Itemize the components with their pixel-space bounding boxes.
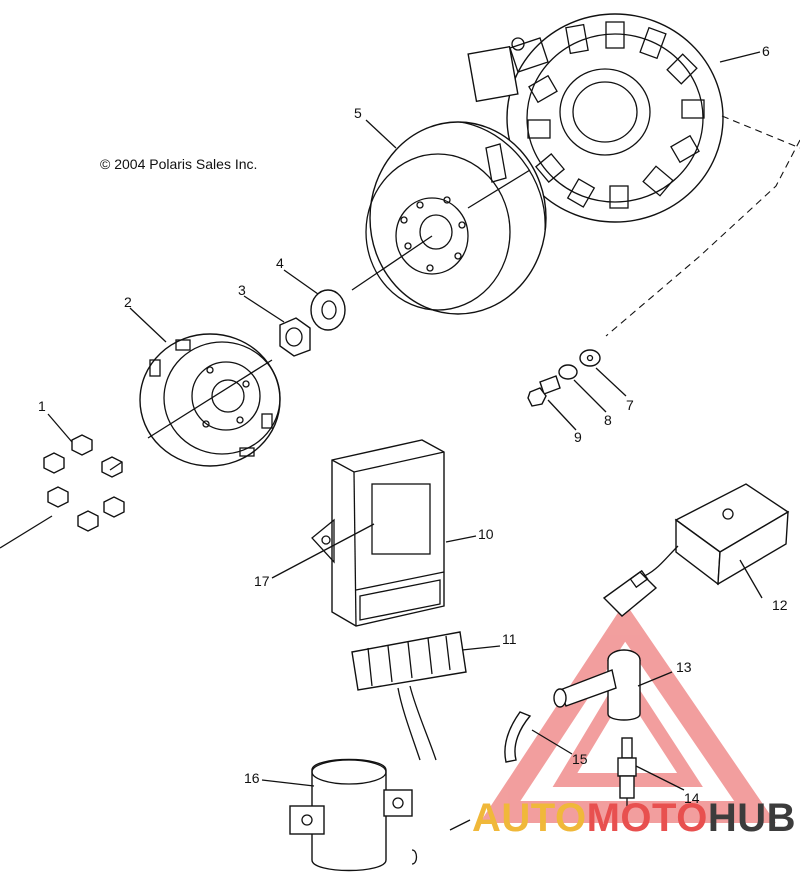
watermark-part-auto: AUTO — [472, 796, 587, 840]
spark-plug-cap-part-13 — [553, 649, 641, 721]
assembly-axis-lines — [0, 115, 800, 549]
lock-washer-part-8 — [558, 364, 578, 380]
callout-16: 16 — [244, 770, 260, 786]
nut-part-3 — [279, 317, 311, 357]
callout-14: 14 — [684, 790, 700, 806]
callout-11: 11 — [502, 631, 517, 647]
callout-6: 6 — [762, 43, 770, 59]
callout-10: 10 — [478, 526, 494, 542]
callout-8: 8 — [604, 412, 612, 428]
cdi-box-part-10 — [311, 439, 445, 627]
washer-part-4 — [310, 289, 346, 331]
leader-lines — [47, 51, 763, 791]
callout-3: 3 — [238, 282, 246, 298]
bolts-part-1 — [43, 434, 125, 532]
flywheel-part-5 — [365, 121, 547, 315]
regulator-part-12 — [602, 483, 790, 617]
screw-part-9 — [527, 375, 561, 407]
wire-part-15 — [504, 711, 532, 763]
copyright-text: © 2004 Polaris Sales Inc. — [100, 156, 258, 172]
watermark-part-hub: HUB — [707, 796, 797, 840]
callout-4: 4 — [276, 255, 284, 271]
watermark-logo: AUTOMOTOHUB — [472, 796, 796, 841]
callout-2: 2 — [124, 294, 132, 310]
callout-7: 7 — [626, 397, 634, 413]
callout-9: 9 — [574, 429, 582, 445]
spark-plug-part-14 — [617, 737, 637, 808]
watermark-part-moto: MOTO — [586, 796, 708, 840]
ignition-coil-part-16 — [289, 758, 471, 872]
connector-part-11 — [351, 631, 467, 761]
callout-1: 1 — [38, 398, 46, 414]
starter-cup-part-2 — [139, 333, 281, 467]
callout-15: 15 — [572, 751, 588, 767]
callout-17: 17 — [254, 573, 270, 589]
stator-part-6 — [467, 13, 724, 223]
callout-13: 13 — [676, 659, 692, 675]
washer-part-7 — [579, 349, 601, 367]
callout-12: 12 — [772, 597, 788, 613]
callout-5: 5 — [354, 105, 362, 121]
